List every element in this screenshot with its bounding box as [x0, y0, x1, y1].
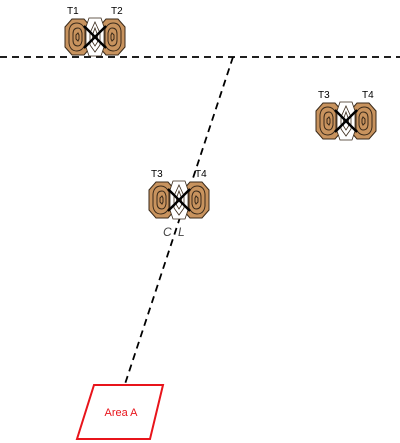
target-label-t3-center: T3: [151, 169, 163, 180]
target-label-t1: T1: [67, 6, 79, 17]
area-a-label: Area A: [104, 407, 138, 419]
target-label-t4-center: T4: [195, 169, 207, 180]
target-group-center: T3 T4: [149, 169, 209, 219]
target-group-top: T1 T2: [65, 6, 125, 56]
target-label-t4-right: T4: [362, 90, 374, 101]
diagonal-dashed-line: [124, 56, 234, 385]
target-group-right: T3 T4: [316, 90, 376, 140]
target-label-t3-right: T3: [318, 90, 330, 101]
target-label-t2: T2: [111, 6, 123, 17]
center-caption-c: C: [163, 225, 172, 239]
center-caption-l: L: [178, 225, 185, 239]
area-a-outline[interactable]: [75, 384, 165, 440]
